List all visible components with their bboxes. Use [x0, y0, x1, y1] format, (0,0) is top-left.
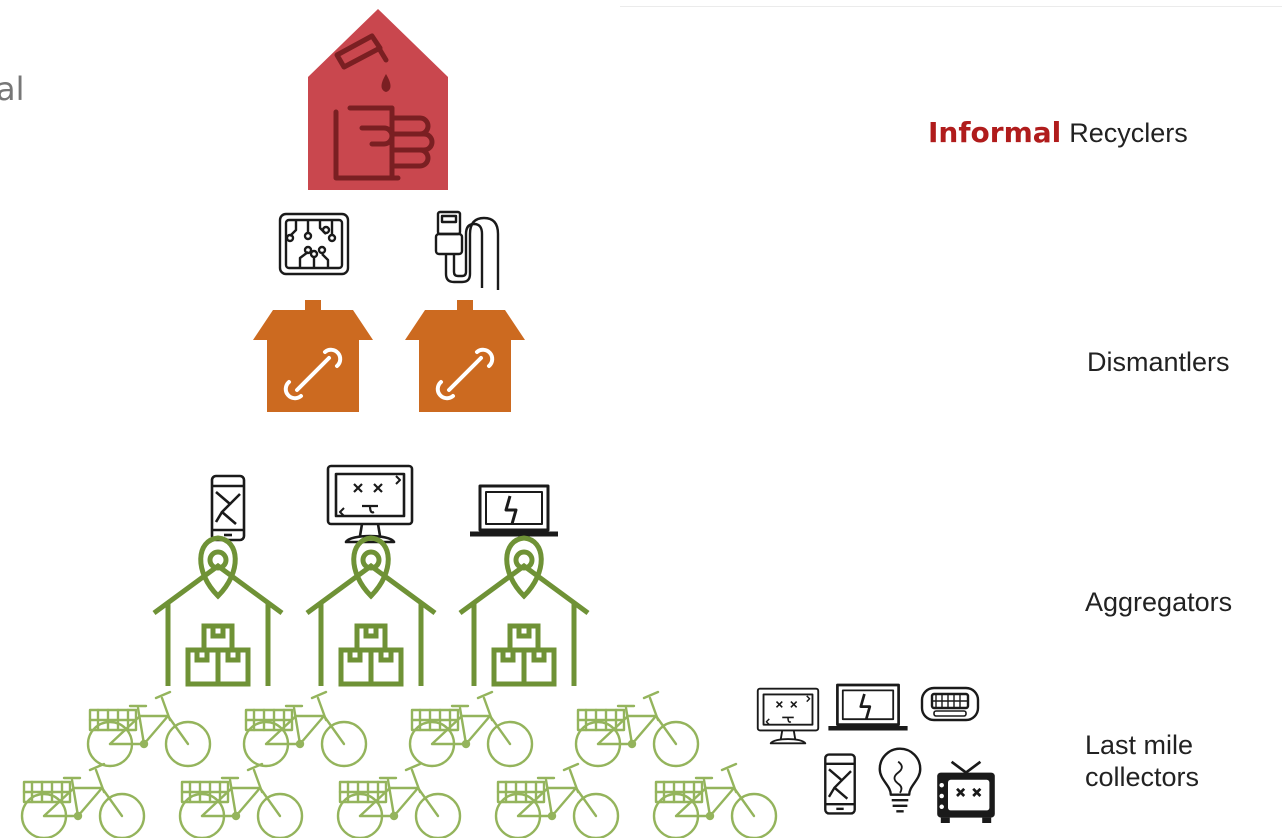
warehouse-location-icon [154, 498, 282, 686]
radio-icon [920, 686, 980, 722]
tier-label-dismantlers: Dismantlers [1087, 347, 1230, 377]
bicycle-icon [336, 762, 462, 838]
recyclers-label: Recyclers [1069, 118, 1188, 148]
circuit-board-icon [278, 212, 350, 276]
informal-highlight: Informal [928, 116, 1062, 149]
wrench-shop-icon [403, 298, 527, 414]
last-mile-label-line2: collectors [1085, 761, 1200, 792]
tier-label-last-mile: Last mile collectors [1085, 730, 1199, 794]
chemical-hand-house-icon [308, 9, 448, 190]
bicycle-icon [408, 690, 534, 768]
bicycle-icon [178, 762, 304, 838]
bicycle-icon [242, 690, 368, 768]
warehouse-location-icon [307, 498, 435, 686]
cropped-edge-text: al [0, 70, 25, 108]
wrench-shop-icon [251, 298, 375, 414]
bicycle-icon [20, 762, 146, 838]
broken-phone-icon [210, 474, 246, 542]
broken-monitor-icon [326, 464, 414, 544]
bicycle-icon [652, 762, 778, 838]
usb-cable-icon [434, 210, 500, 292]
bicycle-icon [574, 690, 700, 768]
last-mile-label-line1: Last mile [1085, 730, 1194, 760]
broken-monitor-icon [756, 687, 820, 745]
broken-laptop-icon [470, 486, 558, 534]
broken-laptop-icon [828, 685, 907, 728]
light-bulb-icon [878, 747, 922, 813]
broken-phone-icon [824, 753, 856, 815]
broken-tv-icon [935, 760, 997, 825]
tier-label-aggregators: Aggregators [1085, 587, 1233, 617]
bicycle-icon [494, 762, 620, 838]
bicycle-icon [86, 690, 212, 768]
top-divider [620, 6, 1282, 7]
